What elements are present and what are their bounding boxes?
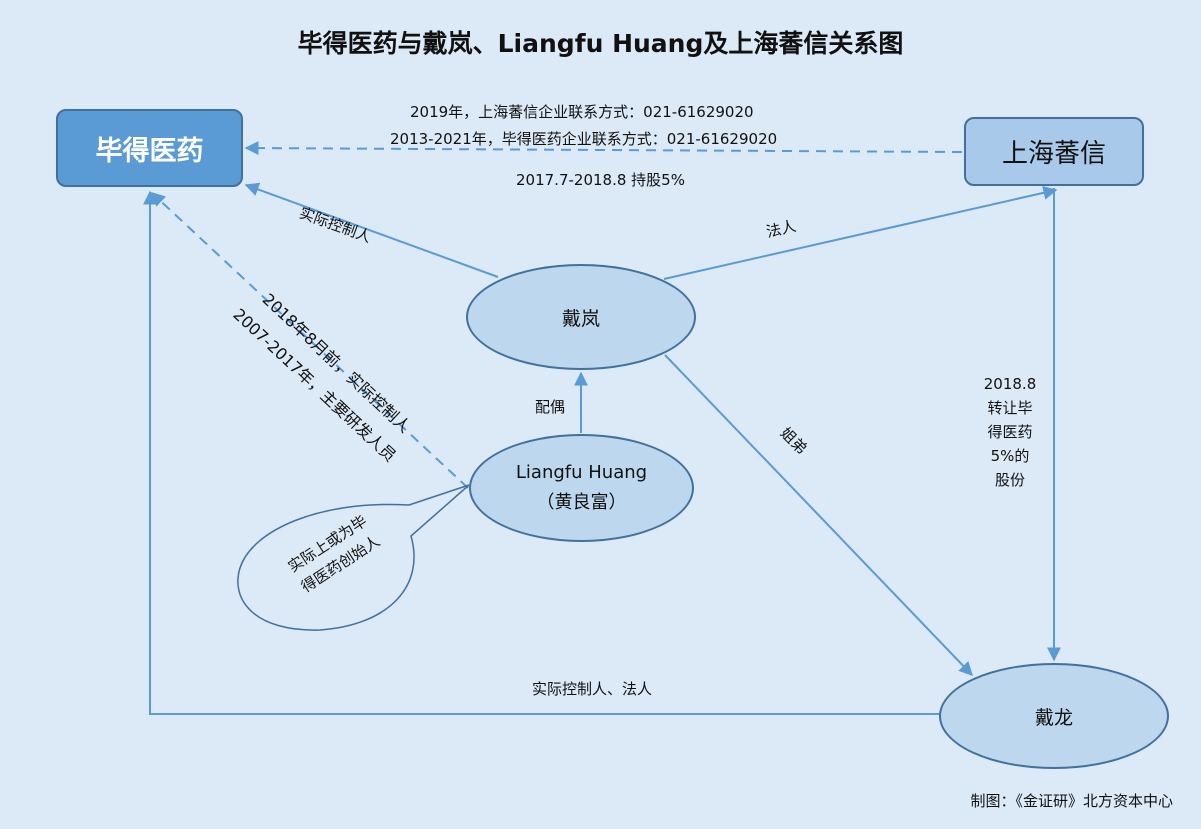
node-liangfu-cn: （黄良富） [536,492,627,513]
label-spouse: 配偶 [535,398,566,416]
label-transfer-line: 股份 [994,471,1025,489]
edge-dailan-to-shanghai [663,185,1058,280]
label-transfer: 2018.8 转让毕 得医药 5%的 股份 [975,372,1045,492]
node-dailong-label: 戴龙 [1034,706,1073,729]
node-shanghai-label: 上海萫信 [1001,139,1106,169]
label-transfer-line: 5%的 [990,447,1030,465]
page-title: 毕得医药与戴岚、Liangfu Huang及上海萫信关系图 [297,29,904,58]
edge-liangfu-to-bide [150,192,469,489]
node-bide: 毕得医药 [56,109,243,187]
node-bide-label: 毕得医药 [95,135,204,167]
label-transfer-line: 转让毕 [987,399,1033,417]
label-transfer-line: 2018.8 [983,375,1037,393]
label-contact-2013: 2013-2021年，毕得医药企业联系方式：021-61629020 [390,130,778,148]
footer-credit: 制图：《金证研》北方资本中心 [970,792,1173,810]
edge-dailan-to-dailong [664,354,973,677]
label-transfer-line: 得医药 [987,423,1033,441]
callout-bubble [237,484,470,631]
label-shareholding: 2017.7-2018.8 持股5% [516,171,685,189]
node-liangfu-name: Liangfu Huang [515,462,648,483]
node-dailong: 戴龙 [939,663,1169,769]
node-dailan-label: 戴岚 [561,307,600,330]
label-contact-2019: 2019年，上海萫信企业联系方式：021-61629020 [410,103,754,121]
node-dailan: 戴岚 [466,264,696,370]
label-dailong-bide: 实际控制人、法人 [532,680,653,698]
edge-dailan-to-bide [244,182,499,278]
node-liangfu: Liangfu Huang （黄良富） [469,434,694,542]
edge-shanghai-to-bide [244,141,963,156]
node-shanghai: 上海萫信 [964,117,1144,186]
edge-dailong-to-bide [143,190,939,715]
